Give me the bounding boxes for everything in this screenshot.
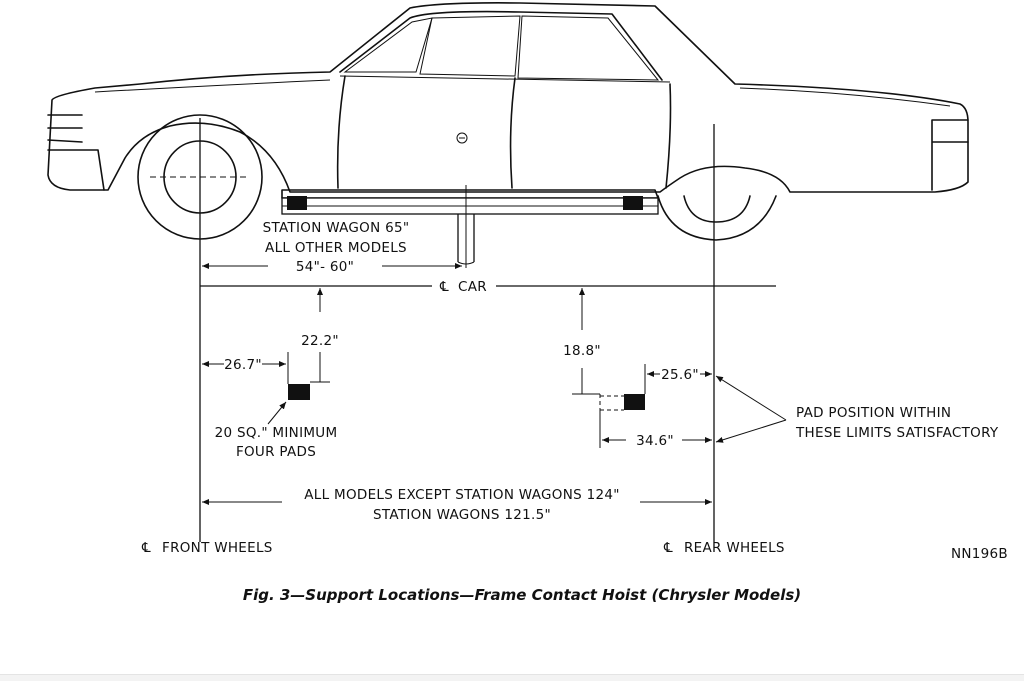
centerline-symbol-car: ℄ <box>439 279 449 295</box>
figure-caption: Fig. 3—Support Locations—Frame Contact H… <box>243 586 801 604</box>
label-front-wheels: FRONT WHEELS <box>162 540 273 556</box>
label-34-6: 34.6" <box>636 433 674 449</box>
front-lift-pad <box>287 196 307 210</box>
label-25-6: 25.6" <box>661 367 699 383</box>
label-pad-position: PAD POSITION WITHIN <box>796 405 951 421</box>
label-four-pads: FOUR PADS <box>236 444 316 460</box>
label-54-60: 54"- 60" <box>296 259 354 275</box>
label-rear-wheels: REAR WHEELS <box>684 540 785 556</box>
label-wheelbase-all-models: ALL MODELS EXCEPT STATION WAGONS 124" <box>304 487 620 503</box>
front-pad-position <box>288 384 310 400</box>
label-26-7: 26.7" <box>224 357 262 373</box>
rear-wheel <box>657 195 777 241</box>
label-18-8: 18.8" <box>563 343 601 359</box>
label-cl-car: CAR <box>458 279 487 295</box>
rear-pad-position <box>624 394 645 410</box>
car-side-view <box>47 2 969 265</box>
svg-text:℄: ℄ <box>439 279 449 295</box>
label-wheelbase-station-wagons: STATION WAGONS 121.5" <box>373 507 551 523</box>
rear-lift-pad <box>623 196 643 210</box>
label-station-wagon-65: STATION WAGON 65" <box>263 220 410 236</box>
figure-code: NN196B <box>951 546 1008 562</box>
label-all-other-models: ALL OTHER MODELS <box>265 240 407 256</box>
page-footer-strip <box>0 674 1024 681</box>
centerline-symbol-rear: ℄ <box>663 540 673 556</box>
centerline-symbol-front: ℄ <box>141 540 151 556</box>
label-22-2: 22.2" <box>301 333 339 349</box>
label-pad-minimum: 20 SQ." MINIMUM <box>215 425 338 441</box>
label-limits-satisfactory: THESE LIMITS SATISFACTORY <box>795 425 999 441</box>
